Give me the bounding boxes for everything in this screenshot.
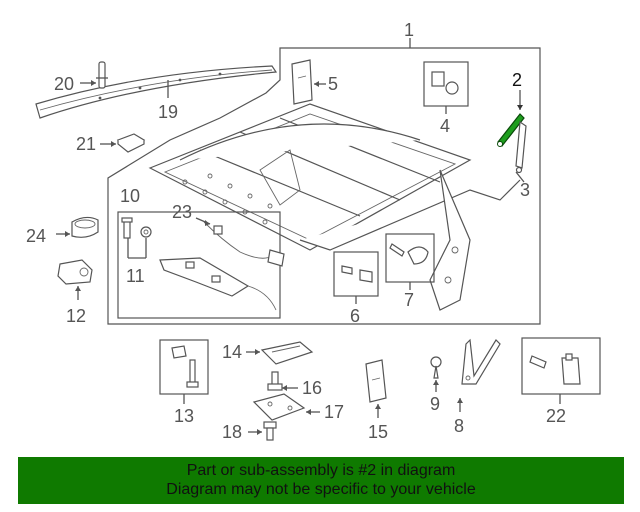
callout-13: 13 — [174, 406, 194, 426]
arrow-20 — [91, 80, 96, 86]
callout-2: 2 — [512, 70, 522, 90]
bracket-part-17 — [252, 393, 306, 421]
label-part-15 — [365, 359, 387, 403]
callout-6: 6 — [350, 306, 360, 326]
notice-line-2: Diagram may not be specific to your vehi… — [166, 481, 476, 498]
bumper-part-22 — [529, 353, 581, 385]
bolt-part-16 — [267, 371, 283, 391]
callout-15: 15 — [368, 422, 388, 442]
callout-10: 10 — [120, 186, 140, 206]
convertible-top-frame — [148, 103, 521, 311]
clip-part-4 — [431, 71, 459, 95]
callout-24: 24 — [26, 226, 46, 246]
exploded-parts-diagram: 1 2 3 4 5 6 7 8 9 10 11 12 13 14 15 16 1… — [26, 20, 601, 442]
notice-line-1: Part or sub-assembly is #2 in diagram — [186, 462, 456, 479]
arrow-8 — [457, 398, 463, 403]
callout-8: 8 — [454, 416, 464, 436]
bracket-part-14 — [260, 341, 314, 365]
callout-3: 3 — [520, 180, 530, 200]
callout-19: 19 — [158, 102, 178, 122]
kit-box-7 — [385, 233, 435, 283]
bumper-part-12 — [57, 259, 93, 285]
arrow-16 — [282, 385, 287, 391]
arrow-21 — [111, 141, 116, 147]
wire-part-23 — [203, 221, 285, 267]
callout-9: 9 — [430, 394, 440, 414]
arrow-14 — [255, 349, 260, 355]
callout-18: 18 — [222, 422, 242, 442]
assembly-frame-1 — [107, 47, 541, 325]
harness-part-10 — [159, 257, 277, 311]
callout-16: 16 — [302, 378, 322, 398]
callout-11: 11 — [126, 266, 145, 286]
callout-4: 4 — [440, 116, 450, 136]
callout-23: 23 — [172, 202, 192, 222]
pin-part-20 — [96, 61, 108, 89]
callout-5: 5 — [328, 74, 338, 94]
callout-7: 7 — [404, 290, 414, 310]
bolt-part-13 — [171, 345, 199, 388]
callout-14: 14 — [222, 342, 242, 362]
pad-part-24 — [71, 216, 99, 238]
callout-20: 20 — [54, 74, 74, 94]
arrow-9 — [433, 380, 439, 385]
bracket-part-8 — [461, 338, 501, 385]
arrow-5 — [314, 81, 319, 87]
callout-21: 21 — [76, 134, 96, 154]
notice-banner: Part or sub-assembly is #2 in diagram Di… — [18, 457, 624, 504]
kit-box-22 — [521, 337, 601, 395]
callout-1: 1 — [404, 20, 414, 40]
link-part-2 — [497, 113, 525, 147]
arrow-15 — [375, 404, 381, 409]
fastener-part-7 — [389, 243, 429, 265]
arrow-12 — [75, 286, 81, 291]
arrow-17 — [306, 409, 311, 415]
bolt-part-18 — [263, 421, 277, 441]
weatherstrip-part-19 — [35, 65, 278, 119]
callout-17: 17 — [324, 402, 344, 422]
callout-22: 22 — [546, 406, 566, 426]
arrow-24 — [65, 231, 70, 237]
clip-part-21 — [116, 133, 146, 153]
callout-12: 12 — [66, 306, 86, 326]
arrow-2 — [517, 105, 523, 110]
fastener-part-11 — [121, 217, 152, 239]
label-part-5 — [291, 59, 313, 105]
screw-part-9 — [430, 356, 442, 379]
arrow-18 — [257, 429, 262, 435]
rod-part-3 — [515, 120, 527, 174]
kit-box-4 — [423, 61, 469, 107]
fastener-part-6 — [341, 265, 373, 283]
leader-3 — [515, 171, 525, 183]
arrow-23 — [205, 220, 210, 226]
